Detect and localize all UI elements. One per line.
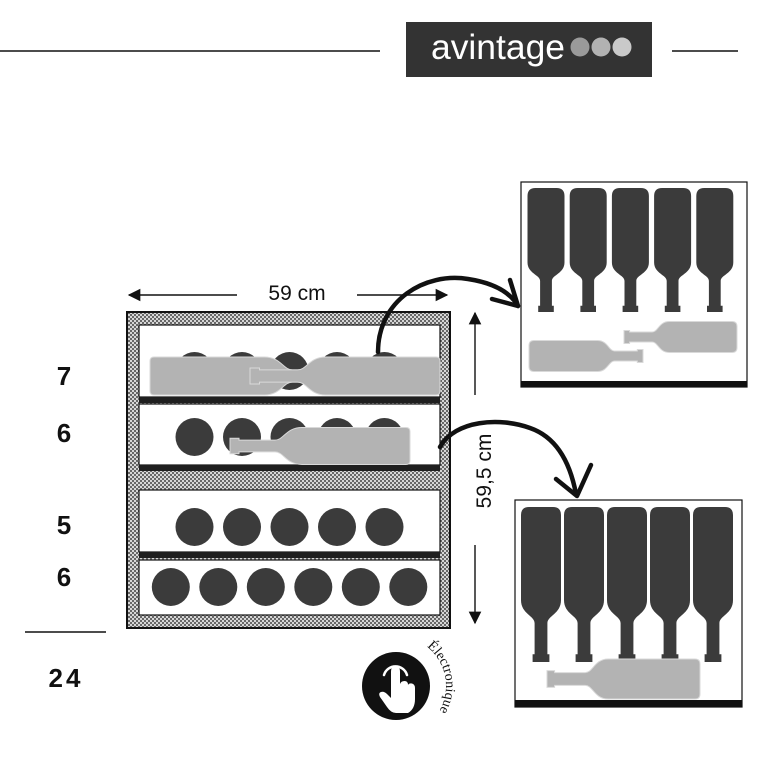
electronic-control-badge: Électronique [362,637,457,720]
upright-bottle [521,507,561,662]
detail-shelf-rail [521,381,747,387]
arrow-head [553,462,594,499]
shelf-1 [138,324,441,403]
end-on-bottle [246,568,285,606]
upright-bottle [696,188,734,312]
lying-bottle [623,321,738,353]
shelf-4-capacity: 6 [57,562,71,592]
shelf-bottles [151,568,428,606]
upright-bottle [654,188,692,312]
width-dimension: 59 cm [127,282,449,305]
hand-icon [379,666,415,713]
shelf-bottles [149,352,441,396]
lying-bottle [229,427,411,465]
total-capacity: 24 [49,663,84,693]
end-on-bottle [223,508,261,546]
detail-arrow-middle [437,419,594,499]
end-on-bottle [365,508,404,546]
upright-bottle [564,507,604,662]
control-label: Électronique [424,637,457,716]
upright-bottle [693,507,733,662]
touch-hand-icon [379,665,415,713]
shelf-4 [138,559,441,616]
header: avintage [0,22,738,77]
end-on-bottle [175,508,214,546]
height-dimension: 59,5 cm [468,311,496,625]
arrow-curve [437,419,579,497]
detail-shelf-rail [515,700,742,707]
upright-bottle [611,188,649,312]
end-on-bottle [294,568,333,606]
shelf-bottles [175,418,411,465]
end-on-bottle [389,568,428,606]
upright-bottle [527,188,565,312]
arrow-curve [375,275,521,355]
arrow-head [489,277,521,309]
shelf-3 [138,489,441,558]
control-label-text: Électronique [424,637,457,716]
end-on-bottle [318,508,356,546]
logo-dot-2 [591,37,611,57]
lying-bottle [546,658,701,700]
logo-wordmark: avintage [431,28,565,67]
shelf-rail [139,465,440,471]
logo-dot-1 [570,37,590,57]
upright-bottle [569,188,607,312]
shelf-2 [138,403,441,471]
upright-bottle [650,507,690,662]
upright-bottle [607,507,647,662]
end-on-bottle [199,568,238,606]
end-on-bottle [175,418,214,456]
shelf-1-capacity: 7 [57,361,71,391]
cellar-front-view [126,311,451,629]
end-on-bottle [270,508,309,546]
logo-background [406,22,652,77]
lying-bottle [249,356,441,396]
shelf-capacities: 7 6 5 6 24 [25,361,106,693]
detail-middle-shelf [514,499,743,708]
shelf-2-capacity: 6 [57,418,71,448]
shelf-bottles [175,508,404,546]
width-label: 59 cm [268,282,325,305]
end-on-bottle [341,568,380,606]
brand-logo: avintage [406,22,652,77]
shelf-rail [139,552,440,558]
logo-dot-3 [612,37,632,57]
detail-arrow-top [375,275,521,355]
detail-bottles [527,188,738,372]
shelf-rail [139,397,440,403]
height-label: 59,5 cm [473,434,496,509]
lying-bottle [528,340,644,372]
detail-bottles [521,507,733,700]
shelf-3-capacity: 5 [57,510,71,540]
detail-top-shelf [520,181,748,388]
end-on-bottle [151,568,190,606]
